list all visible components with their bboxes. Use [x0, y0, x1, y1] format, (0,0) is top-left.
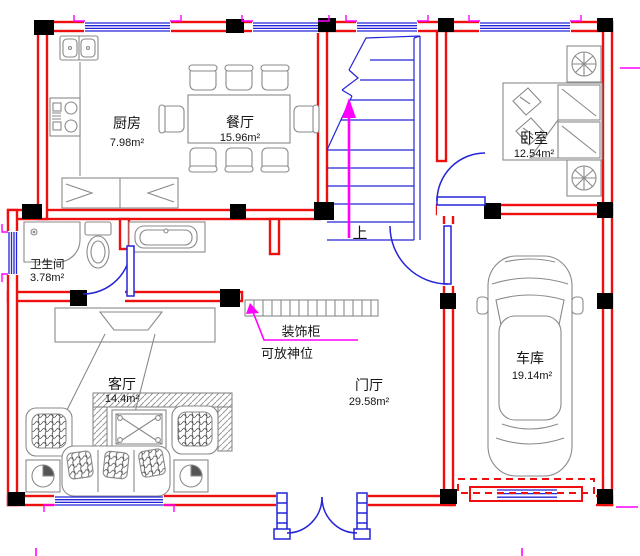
nightstand-plant-top: [566, 45, 602, 83]
cabinet-note: 可放神位: [261, 346, 313, 361]
door-entrance-double: [273, 492, 371, 540]
armchair-left: [25, 407, 73, 457]
windows-layer: [8, 22, 570, 506]
labels-layer: 厨房 7.98m² 餐厅 15.96m² 卧室 12.54m² 卫生间 3.78…: [30, 114, 555, 408]
window-kitchen-north: [85, 22, 170, 32]
decorative-cabinet: [244, 299, 379, 317]
wall-kitchen-south: [6, 208, 322, 221]
columns-layer: [8, 18, 613, 506]
fridge-cabinet: [61, 177, 179, 209]
wall-bath-east-stub: [118, 217, 131, 251]
doors-layer: [82, 152, 486, 540]
cabinet-annotation-leader: [246, 303, 358, 341]
dining-chairs: [158, 64, 320, 173]
living-area: 14.4m²: [105, 393, 140, 405]
stairs: [326, 35, 421, 241]
window-living-south: [55, 496, 163, 506]
kitchen-label: 厨房: [113, 115, 141, 131]
bathroom-label: 卫生间: [30, 257, 65, 271]
bedroom-label: 卧室: [520, 130, 548, 146]
kitchen-sink: [59, 35, 99, 61]
car: [476, 255, 584, 477]
dimension-ticks: [35, 67, 640, 556]
toilet: [84, 221, 112, 269]
bedroom-area: 12.54m²: [514, 148, 555, 160]
wall-bedroom-west: [435, 29, 448, 163]
shower: [23, 221, 81, 263]
dining-table: [187, 94, 291, 144]
window-bedroom-north: [480, 22, 570, 32]
furniture-layer: [23, 35, 603, 497]
garage-area: 19.14m²: [512, 370, 553, 382]
coffee-table: [111, 409, 167, 449]
window-dining-north-1: [253, 22, 318, 32]
foyer-label: 门厅: [355, 377, 383, 393]
door-bathroom: [82, 245, 135, 297]
window-bathroom-west: [8, 232, 18, 274]
wall-east: [601, 20, 614, 507]
armchair-right: [171, 405, 219, 455]
cabinet-label: 装饰柜: [281, 324, 320, 339]
kitchen-area: 7.98m²: [110, 137, 145, 149]
bed: [502, 82, 603, 161]
dining-area: 15.96m²: [220, 132, 261, 144]
garage-roller-door: [457, 478, 595, 502]
door-bedroom: [436, 152, 486, 206]
window-dining-north-2: [357, 22, 417, 32]
tv-cabinet: [54, 307, 216, 429]
foyer-area: 29.58m²: [349, 396, 390, 408]
stairs-direction-arrow: [342, 98, 356, 238]
bathroom-area: 3.78m²: [30, 272, 65, 284]
wall-kitchen-west: [36, 20, 49, 221]
window-sill-marks: [1, 15, 582, 512]
washbasin: [128, 221, 206, 253]
sofa: [61, 445, 171, 497]
wall-basin-stub: [268, 217, 281, 256]
stove: [49, 97, 81, 137]
stairs-up-label: 上: [352, 225, 367, 242]
garage-label: 车库: [516, 350, 544, 366]
nightstand-plant-bottom: [566, 159, 602, 197]
living-label: 客厅: [108, 376, 136, 392]
door-garage: [389, 225, 452, 285]
dining-label: 餐厅: [226, 114, 254, 130]
side-table-right: [173, 459, 209, 493]
side-table-left: [25, 459, 61, 493]
